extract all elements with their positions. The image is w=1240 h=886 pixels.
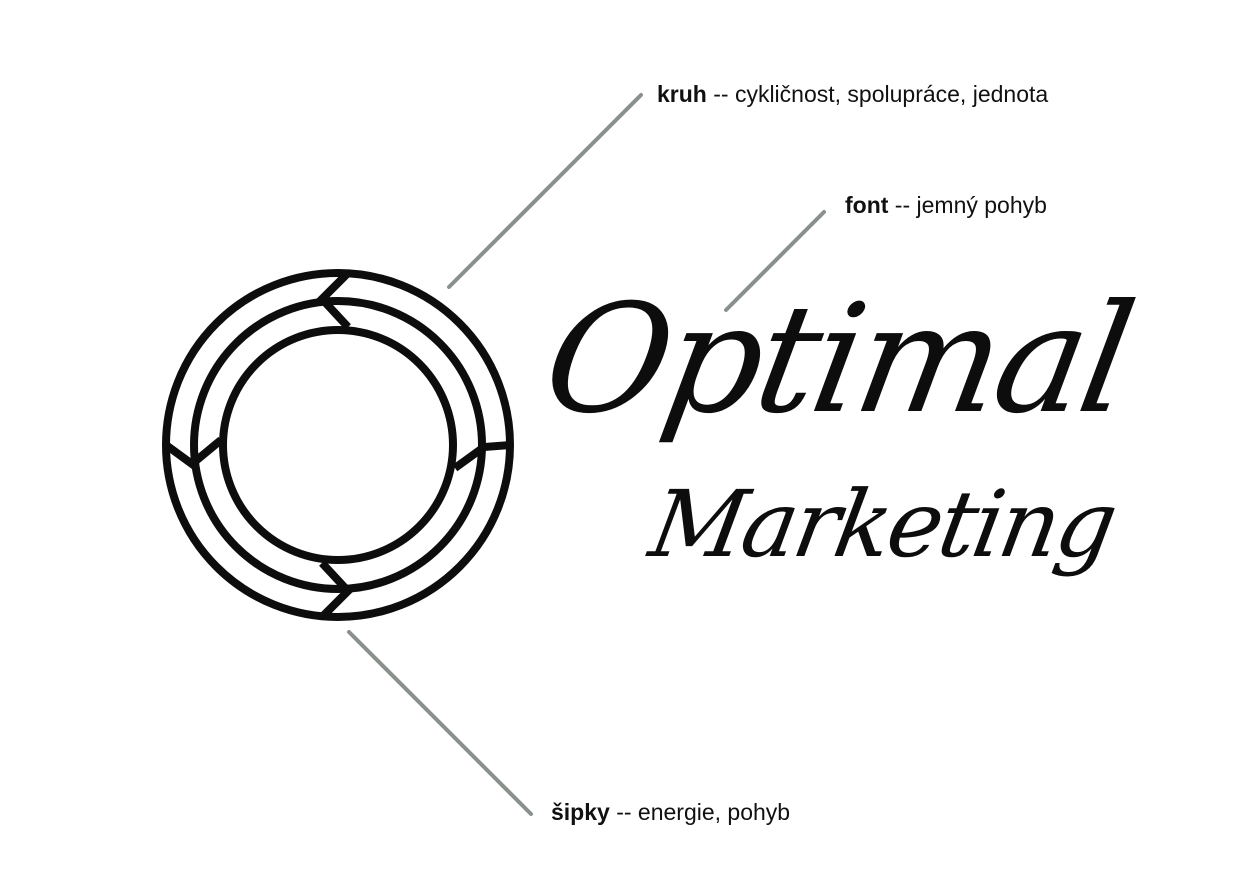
annotation-sipky-description: -- energie, pohyb bbox=[609, 799, 791, 825]
middle-ring bbox=[190, 297, 486, 593]
arrow-chevron-bottom-icon bbox=[319, 560, 354, 620]
logo-wordmark-optimal: Optimal bbox=[532, 273, 1143, 447]
leader-line-font bbox=[724, 210, 826, 312]
annotation-kruh-term: kruh bbox=[657, 81, 707, 107]
logo-emblem-icon bbox=[162, 269, 514, 621]
annotation-font: font -- jemný pohyb bbox=[845, 191, 1047, 219]
leader-line-kruh bbox=[447, 93, 643, 289]
annotation-font-term: font bbox=[845, 192, 889, 218]
annotation-font-description: -- jemný pohyb bbox=[888, 192, 1047, 218]
annotation-kruh-description: -- cykličnost, spolupráce, jednota bbox=[706, 81, 1049, 107]
annotation-sipky: šipky -- energie, pohyb bbox=[551, 798, 790, 826]
inner-ring bbox=[219, 326, 457, 564]
arrow-chevron-left-icon bbox=[163, 436, 224, 470]
annotation-kruh: kruh -- cykličnost, spolupráce, jednota bbox=[657, 80, 1048, 108]
logo-wordmark-marketing: Marketing bbox=[642, 471, 1123, 578]
arrow-chevron-top-icon bbox=[316, 270, 351, 330]
arrow-chevron-right-icon bbox=[452, 441, 511, 472]
annotation-sipky-term: šipky bbox=[551, 799, 610, 825]
leader-line-sipky bbox=[347, 630, 533, 816]
